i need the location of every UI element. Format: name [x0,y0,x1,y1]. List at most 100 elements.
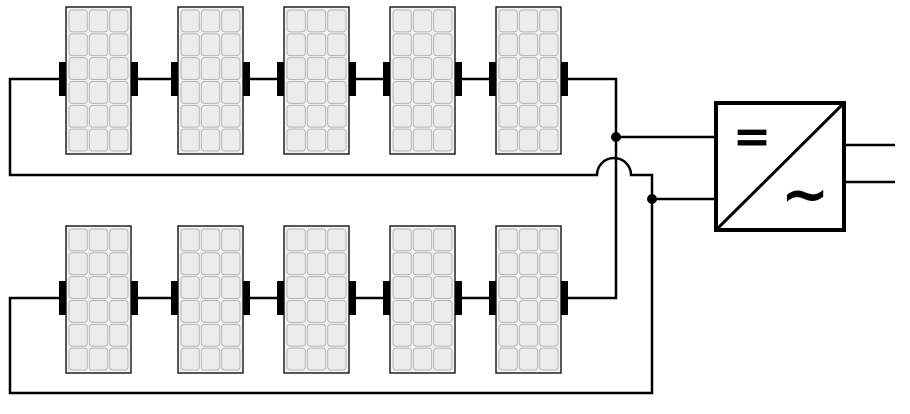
panel-cell [539,300,559,323]
panel-cell [88,9,109,33]
panel-cell [518,276,539,299]
panel-cell [200,57,221,81]
panel-cell [68,9,88,33]
panel-cell [498,57,518,81]
panel-cell [221,228,241,252]
panel-cell [327,33,347,57]
panel-cell [286,9,306,33]
panel-cell [180,276,200,299]
panel-cell [68,228,88,252]
panel-cell [433,300,453,323]
panel-cell [539,81,559,104]
panel-cell [433,33,453,57]
inverter: = ~ [714,101,846,232]
panel-cell [327,323,347,347]
panel-cell [498,81,518,104]
panel-terminal-left [277,62,284,96]
panel-terminal-left [383,281,390,315]
panel-cell [286,323,306,347]
string-2-panels [59,225,568,374]
panel-cell [306,33,327,57]
panel-cell [88,276,109,299]
panel-terminal-right [561,281,568,315]
panel-cell [412,323,433,347]
panel-cell [109,57,129,81]
panel-cell [200,33,221,57]
panel-cell [68,323,88,347]
panel-cell [200,347,221,371]
panel-cell [392,57,412,81]
panel-terminal-left [383,62,390,96]
panel-terminal-right [243,281,250,315]
panel-cell [286,104,306,128]
panel-cell [221,33,241,57]
panel-cell [539,128,559,152]
panel-terminal-left [59,62,66,96]
panel-cell [109,81,129,104]
solar-panel [383,225,462,374]
panel-cell [498,323,518,347]
panel-cell [180,33,200,57]
panel-cell [498,228,518,252]
panel-cell [180,347,200,371]
panel-cell [518,228,539,252]
panel-terminal-right [131,281,138,315]
panel-cell [200,104,221,128]
panel-cell [433,104,453,128]
panel-cell [433,276,453,299]
panel-cell [221,276,241,299]
panel-cell [412,57,433,81]
panel-cell [109,276,129,299]
panel-cell [88,252,109,276]
panel-cell [109,9,129,33]
panel-cell [392,104,412,128]
panel-cell [68,81,88,104]
panel-cell [306,323,327,347]
panel-terminal-left [59,281,66,315]
panel-cell [221,81,241,104]
panel-cell [180,81,200,104]
panel-cell [539,228,559,252]
panel-cell [88,57,109,81]
panel-cell [327,57,347,81]
panel-cell [109,347,129,371]
panel-cell [286,81,306,104]
inverter-diagonal [714,101,846,232]
string-1-return-wire [8,77,654,199]
solar-panel [59,225,138,374]
panel-cell [286,128,306,152]
panel-cell [539,9,559,33]
panel-terminal-right [455,62,462,96]
panel-cell [88,128,109,152]
panel-cell [412,81,433,104]
panel-cell [286,347,306,371]
panel-cell [180,104,200,128]
panel-terminal-right [349,62,356,96]
panel-cell [221,104,241,128]
panel-cell [180,128,200,152]
panel-cell [306,300,327,323]
panel-cell [433,81,453,104]
panel-cell [88,300,109,323]
panel-cell [327,104,347,128]
panel-cell [68,276,88,299]
panel-cell [109,104,129,128]
panel-cell [518,323,539,347]
panel-cell [180,57,200,81]
panel-cell [88,33,109,57]
panel-cell [412,252,433,276]
panel-cell [539,323,559,347]
panel-cell [327,252,347,276]
panel-cell [498,347,518,371]
panel-cell [200,228,221,252]
panel-cell [306,104,327,128]
panel-cell [392,128,412,152]
string-1-panels [59,6,568,155]
panel-cell [88,81,109,104]
panel-cell [88,323,109,347]
string-1-positive-wire [568,77,618,137]
panel-cell [180,323,200,347]
string-2-return-wire [8,199,654,395]
panel-cell [518,57,539,81]
